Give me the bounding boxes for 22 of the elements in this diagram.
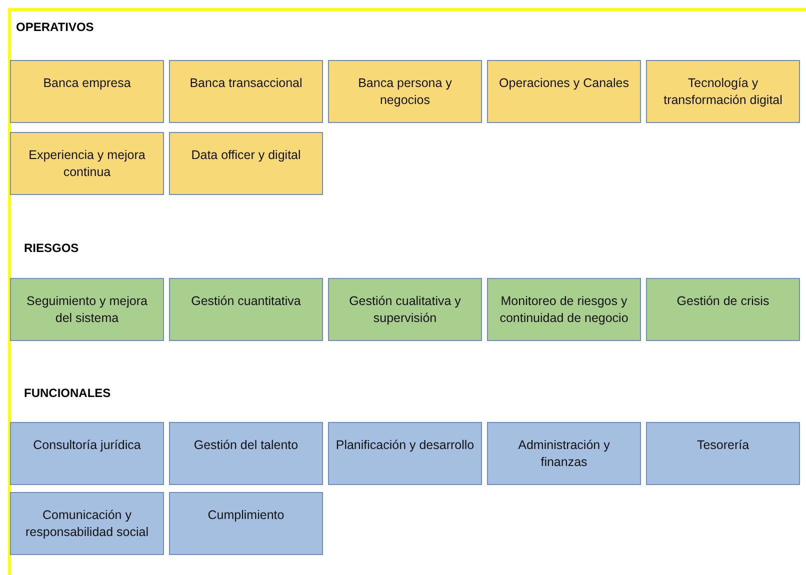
category-box: Operaciones y Canales [487,60,641,123]
category-box: Banca empresa [10,60,164,123]
category-box: Comunicación y responsabilidad social [10,492,164,555]
category-box: Tecnología y transformación digital [646,60,800,123]
category-box: Gestión del talento [169,422,323,485]
category-box: Banca transaccional [169,60,323,123]
section-heading: FUNCIONALES [24,386,111,400]
category-box: Monitoreo de riesgos y continuidad de negocio [487,278,641,341]
category-box: Gestión cuantitativa [169,278,323,341]
section-heading: OPERATIVOS [16,20,94,34]
category-box: Seguimiento y mejora del sistema [10,278,164,341]
category-box: Cumplimiento [169,492,323,555]
category-box: Tesorería [646,422,800,485]
category-box: Gestión de crisis [646,278,800,341]
category-box: Planificación y desarrollo [328,422,482,485]
category-box: Consultoría jurídica [10,422,164,485]
section-heading: RIESGOS [24,241,79,255]
category-box: Gestión cualitativa y supervisión [328,278,482,341]
category-box: Data officer y digital [169,132,323,195]
category-box: Administración y finanzas [487,422,641,485]
category-box: Banca persona y negocios [328,60,482,123]
category-box: Experiencia y mejora continua [10,132,164,195]
